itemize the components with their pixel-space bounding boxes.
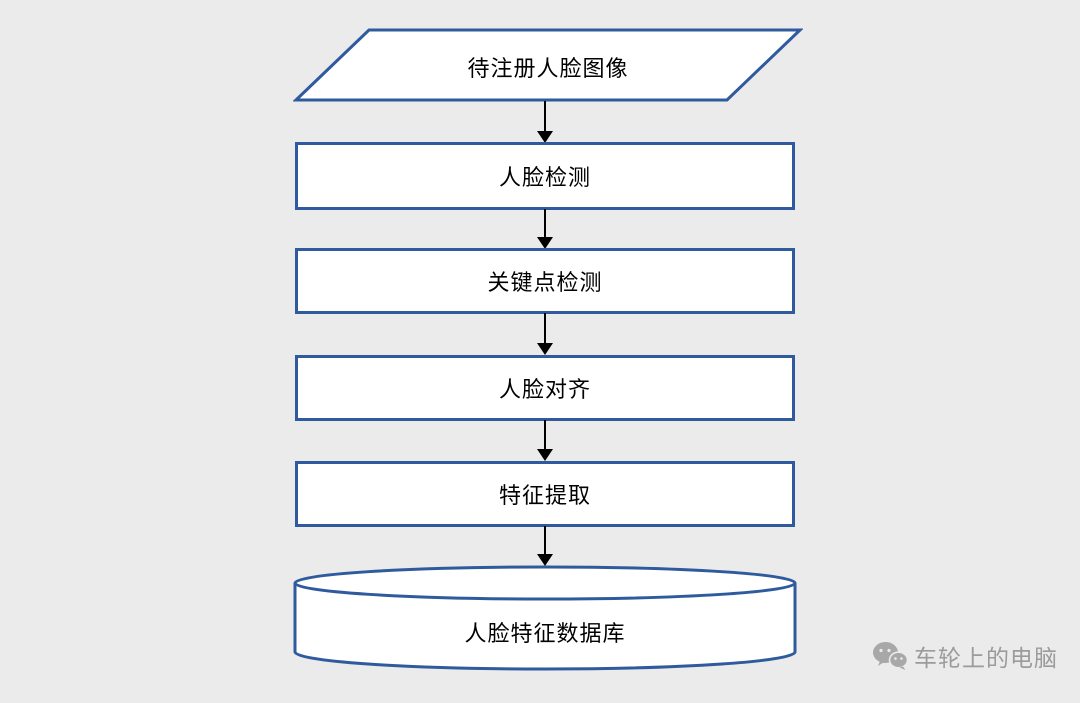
arrow-down: [537, 209, 553, 249]
arrow-line: [544, 420, 546, 449]
arrow-head-icon: [537, 554, 553, 566]
arrow-head-icon: [537, 237, 553, 249]
node-label: 人脸特征数据库: [464, 622, 626, 647]
cylinder-shape: [293, 565, 797, 671]
arrow-down: [537, 101, 553, 143]
arrow-head-icon: [537, 449, 553, 461]
node-label: 关键点检测: [487, 271, 603, 296]
node-feature-extraction: 特征提取: [295, 461, 795, 527]
node-label: 特征提取: [498, 484, 591, 509]
node-keypoint-detection: 关键点检测: [295, 248, 795, 314]
arrow-head-icon: [537, 343, 553, 355]
node-label: 待注册人脸图像: [467, 57, 629, 82]
parallelogram-shape: [293, 28, 803, 102]
node-face-feature-db: 人脸特征数据库: [293, 564, 797, 672]
node-input-image: 待注册人脸图像: [293, 28, 803, 102]
arrow-line: [544, 101, 546, 131]
arrow-down: [537, 526, 553, 566]
wechat-icon: [873, 642, 908, 670]
arrow-down: [537, 420, 553, 461]
node-face-detection: 人脸检测: [295, 142, 795, 210]
node-label: 人脸对齐: [498, 378, 591, 403]
node-label: 人脸检测: [498, 166, 591, 191]
watermark: 车轮上的电脑: [872, 639, 1058, 673]
arrow-line: [544, 313, 546, 343]
arrow-down: [537, 313, 553, 355]
watermark-text: 车轮上的电脑: [914, 646, 1058, 672]
arrow-line: [544, 209, 546, 237]
arrow-line: [544, 526, 546, 554]
node-face-alignment: 人脸对齐: [295, 355, 795, 421]
arrow-head-icon: [537, 131, 553, 143]
